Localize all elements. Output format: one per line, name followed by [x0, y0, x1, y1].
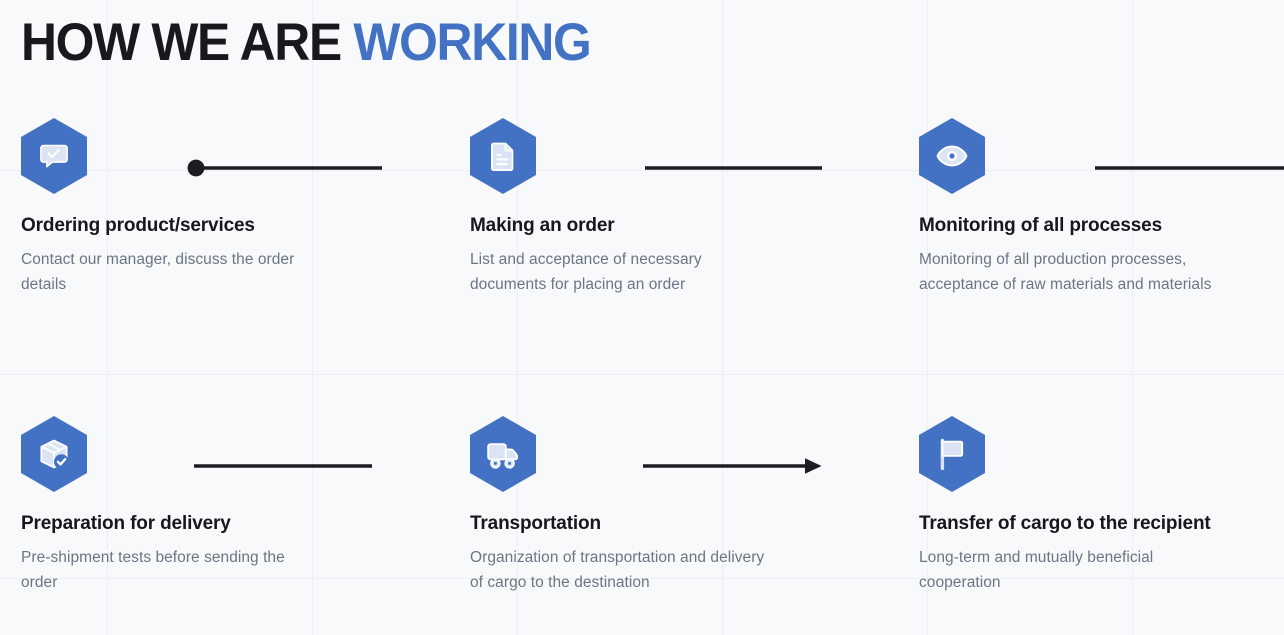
step-icon-badge-3 [919, 118, 985, 194]
flag-icon [940, 438, 964, 471]
step-description-2: List and acceptance of necessary documen… [470, 251, 702, 293]
delivery-truck-icon [487, 443, 519, 469]
step-description-5: Organization of transportation and deliv… [470, 549, 765, 591]
step-card-5[interactable]: Transportation Organization of transport… [470, 416, 780, 595]
step-card-1[interactable]: Ordering product/services Contact our ma… [21, 118, 331, 297]
step-connector-2 [645, 158, 830, 178]
step-icon-badge-4 [21, 416, 87, 492]
document-icon [491, 142, 514, 171]
step-description-4: Pre-shipment tests before sending the or… [21, 549, 285, 591]
package-check-icon [40, 439, 69, 470]
step-card-2[interactable]: Making an order List and acceptance of n… [470, 118, 780, 297]
page-title-plain: HOW WE ARE [21, 13, 354, 72]
step-card-6[interactable]: Transfer of cargo to the recipient Long-… [919, 416, 1229, 595]
step-connector-4 [194, 456, 380, 476]
step-icon-badge-5 [470, 416, 536, 492]
step-title-4: Preparation for delivery [21, 513, 231, 534]
page-title: HOW WE ARE WORKING [21, 12, 592, 74]
step-title-6: Transfer of cargo to the recipient [919, 513, 1211, 534]
page-title-accent: WORKING [353, 13, 591, 72]
step-description-3: Monitoring of all production processes, … [919, 251, 1212, 293]
step-card-4[interactable]: Preparation for delivery Pre-shipment te… [21, 416, 331, 595]
step-icon-badge-2 [470, 118, 536, 194]
step-title-5: Transportation [470, 513, 601, 534]
connector-arrowhead [805, 458, 822, 474]
eye-icon [936, 145, 968, 167]
step-title-2: Making an order [470, 215, 615, 236]
speech-bubble-check-icon [40, 144, 68, 168]
step-card-3[interactable]: Monitoring of all processes Monitoring o… [919, 118, 1229, 297]
step-description-1: Contact our manager, discuss the order d… [21, 251, 295, 293]
step-icon-badge-6 [919, 416, 985, 492]
step-connector-5 [643, 456, 829, 476]
step-icon-badge-1 [21, 118, 87, 194]
step-title-1: Ordering product/services [21, 215, 255, 236]
step-connector-3 [1095, 158, 1284, 178]
step-title-3: Monitoring of all processes [919, 215, 1162, 236]
steps-row-bottom: Preparation for delivery Pre-shipment te… [0, 416, 1284, 635]
step-connector-1 [186, 158, 382, 178]
steps-row-top: Ordering product/services Contact our ma… [0, 118, 1284, 416]
step-description-6: Long-term and mutually beneficial cooper… [919, 549, 1154, 591]
